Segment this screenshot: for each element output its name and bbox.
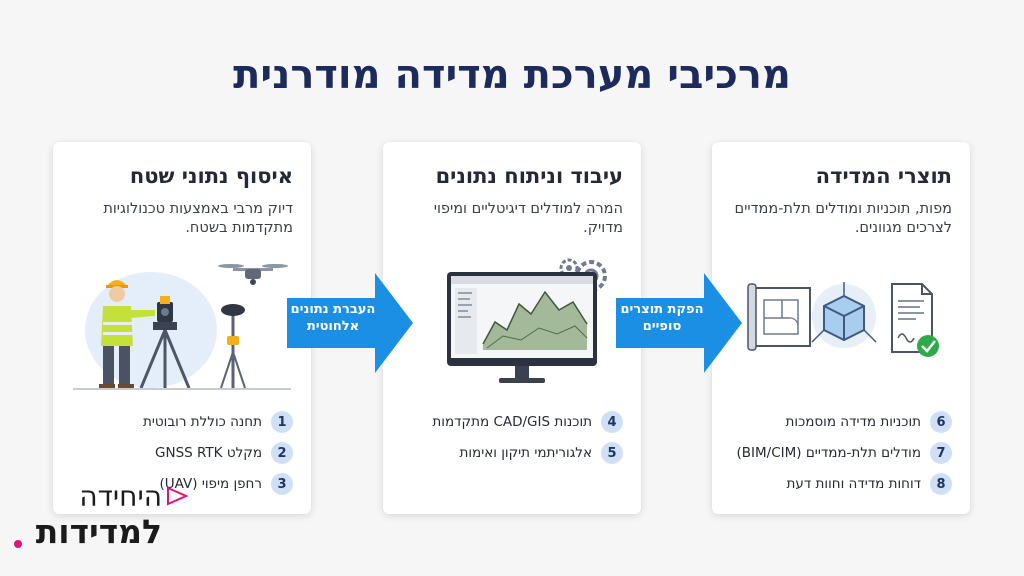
arrow-label: העברת נתונים אלחוטית: [290, 302, 376, 334]
item-label: מקלט GNSS RTK: [155, 445, 262, 461]
unit-logo: היחידה למדידות: [14, 478, 188, 558]
blueprint-icon: [747, 283, 811, 351]
card-items-list: 4 תוכנות CAD/GIS מתקדמות 5 אלגוריתמי תיק…: [397, 407, 623, 469]
list-item: 2 מקלט GNSS RTK: [67, 438, 293, 468]
card-survey-products: תוצרי המדידה מפות, תוכניות ומודלים תלת-מ…: [712, 142, 970, 514]
list-item: 7 מודלים תלת-ממדיים (BIM/CIM): [726, 438, 952, 468]
total-station-icon: [139, 296, 191, 389]
card-title: עיבוד וניתוח נתונים: [435, 164, 623, 188]
list-item: 6 תוכניות מדידה מוסמכות: [726, 407, 952, 437]
products-illustration-svg: [747, 282, 939, 357]
surveyor-person-icon: [99, 280, 155, 389]
item-label: דוחות מדידה וחוות דעת: [786, 476, 921, 492]
surveyor-illustration: [73, 252, 291, 392]
logo-line-1: היחידה: [79, 480, 162, 513]
drone-icon: [218, 264, 288, 285]
arrow-right-icon: [287, 273, 413, 373]
item-label: תוכנות CAD/GIS מתקדמות: [432, 414, 592, 430]
3d-model-cube-icon: [811, 282, 877, 348]
arrow-right-icon: [616, 273, 742, 373]
card-description: מפות, תוכניות ומודלים תלת-ממדיים לצרכים …: [734, 201, 952, 236]
card-title: איסוף נתוני שטח: [129, 164, 293, 188]
certified-report-icon: [891, 283, 939, 357]
item-label: תחנה כוללת רובוטית: [143, 414, 262, 430]
list-item: 8 דוחות מדידה וחוות דעת: [726, 469, 952, 499]
card-description: המרה למודלים דיגיטליים ומיפוי מדויק.: [433, 201, 623, 236]
list-item: 3 רחפן מיפוי (UAV): [67, 469, 293, 499]
list-item: 5 אלגוריתמי תיקון ואימות: [397, 438, 623, 468]
flow-arrow-final-products: הפקת תוצרים סופיים: [616, 271, 744, 375]
monitor-illustration: [403, 252, 621, 392]
page-title: מרכיבי מערכת מדידה מודרנית: [233, 52, 791, 98]
list-item: 1 תחנה כוללת רובוטית: [67, 407, 293, 437]
gnss-receiver-icon: [220, 304, 246, 389]
triangle-logo-icon: [167, 486, 188, 506]
card-field-data-collection: איסוף נתוני שטח דיוק מרבי באמצעות טכנולו…: [53, 142, 311, 514]
item-number-badge: 7: [930, 442, 952, 464]
item-number-badge: 2: [271, 442, 293, 464]
monitor-illustration-svg: [447, 258, 607, 383]
flow-arrow-wireless-transfer: העברת נתונים אלחוטית: [287, 271, 415, 375]
item-number-badge: 4: [601, 411, 623, 433]
products-illustration: [732, 252, 950, 392]
card-items-list: 6 תוכניות מדידה מוסמכות 7 מודלים תלת-ממד…: [726, 407, 952, 500]
item-number-badge: 1: [271, 411, 293, 433]
card-items-list: 1 תחנה כוללת רובוטית 2 מקלט GNSS RTK 3 ר…: [67, 407, 293, 500]
surveyor-illustration-svg: [73, 264, 291, 390]
dot-logo-icon: [14, 540, 22, 548]
card-title: תוצרי המדידה: [815, 164, 952, 188]
item-number-badge: 5: [601, 442, 623, 464]
item-number-badge: 3: [271, 473, 293, 495]
logo-line-2: למדידות: [35, 512, 162, 551]
item-label: רחפן מיפוי (UAV): [159, 476, 263, 492]
item-label: מודלים תלת-ממדיים (BIM/CIM): [736, 445, 922, 461]
monitor-icon: [447, 272, 597, 383]
card-description: דיוק מרבי באמצעות טכנולוגיות מתקדמות בשט…: [103, 201, 293, 236]
item-number-badge: 8: [930, 473, 952, 495]
arrow-label: הפקת תוצרים סופיים: [620, 302, 704, 334]
item-number-badge: 6: [930, 411, 952, 433]
item-label: תוכניות מדידה מוסמכות: [785, 414, 921, 430]
card-data-processing: עיבוד וניתוח נתונים המרה למודלים דיגיטלי…: [383, 142, 641, 514]
item-label: אלגוריתמי תיקון ואימות: [459, 445, 593, 461]
list-item: 4 תוכנות CAD/GIS מתקדמות: [397, 407, 623, 437]
